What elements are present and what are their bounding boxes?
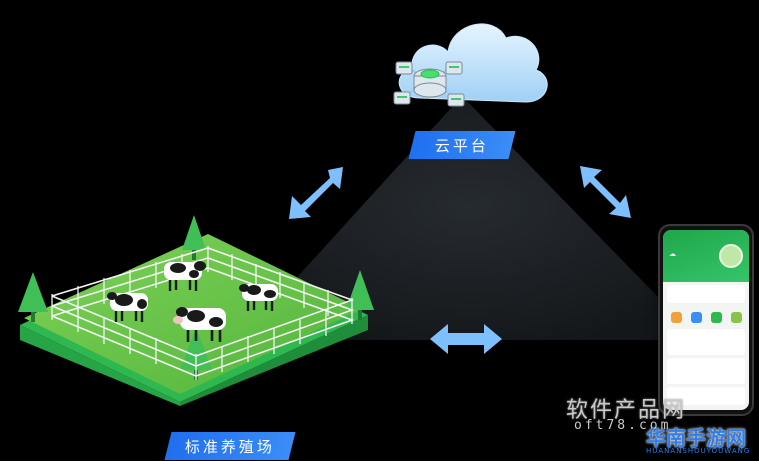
phone-app-icon bbox=[690, 312, 702, 323]
smartphone-icon: ☁ bbox=[658, 224, 754, 416]
farm-label: 标准养殖场 bbox=[184, 437, 275, 456]
phone-header: ☁ bbox=[663, 230, 749, 282]
phone-data-card bbox=[667, 329, 745, 355]
double-arrow-icon bbox=[289, 166, 631, 354]
farm-tag: 标准养殖场 bbox=[164, 432, 296, 460]
server-icon bbox=[393, 61, 465, 107]
phone-weather: ☁ bbox=[669, 250, 676, 258]
fence-icon bbox=[51, 246, 355, 380]
watermark-pinyin: HUANANSHOUYOUWANG bbox=[646, 447, 751, 455]
connection-triangle bbox=[240, 96, 700, 340]
watermark-main: 软件产品网 bbox=[566, 398, 687, 423]
cloud-platform-label: 云平台 bbox=[434, 136, 489, 155]
cloud-platform-tag: 云平台 bbox=[408, 131, 516, 159]
watermark-sub: oft78.com bbox=[574, 418, 672, 433]
phone-logo-badge bbox=[719, 244, 743, 268]
phone-screen: ☁ bbox=[663, 230, 749, 410]
phone-data-card bbox=[667, 387, 745, 405]
cow-icon bbox=[107, 261, 278, 342]
phone-notice-card bbox=[667, 285, 745, 303]
phone-app-icon bbox=[730, 312, 742, 323]
watermark-brand: 华南手游网 bbox=[646, 426, 746, 450]
phone-app-icon bbox=[710, 312, 722, 323]
phone-icon-row bbox=[663, 306, 749, 326]
phone-app-icon bbox=[670, 312, 682, 323]
phone-data-card bbox=[667, 358, 745, 384]
watermark: 软件产品网 oft78.com 华南手游网 HUANANSHOUYOUWANG bbox=[566, 392, 759, 461]
